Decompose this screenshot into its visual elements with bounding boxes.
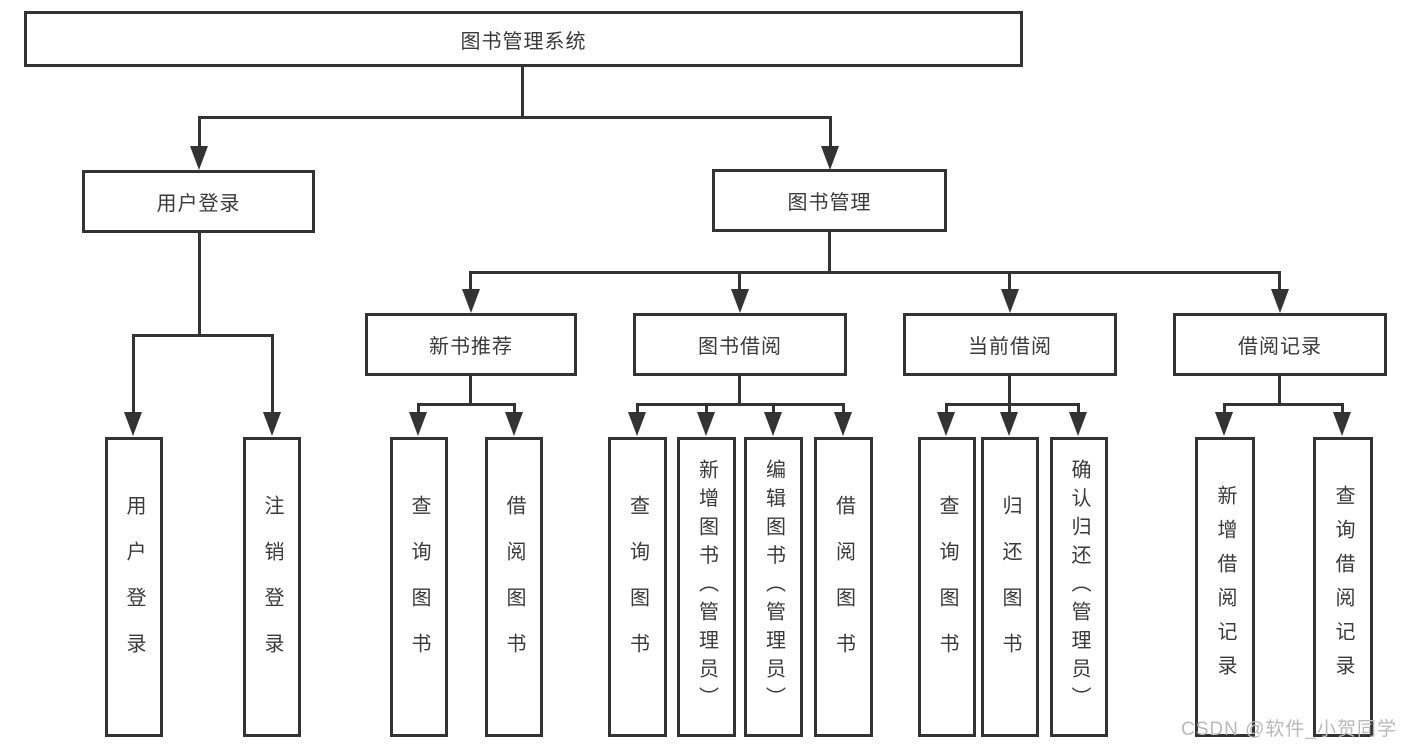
leaf-borrow-edit-book-admin-label: 编辑图书（管理员） [762, 459, 785, 715]
connector-line [1008, 376, 1011, 405]
csdn-watermark: CSDN @软件_小贺同学 [1181, 719, 1397, 740]
leaf-newbooks-borrow: 借阅图书 [485, 437, 543, 737]
connector-line [738, 271, 741, 291]
arrowhead-down-icon [1000, 412, 1018, 436]
leaf-borrow-query: 查询图书 [608, 437, 667, 737]
arrowhead-down-icon [834, 412, 852, 436]
leaf-return-book: 归还图书 [981, 437, 1039, 737]
node-book-borrow-label: 图书借阅 [698, 336, 782, 358]
leaf-current-query: 查询图书 [918, 437, 976, 737]
leaf-borrow-add-book-admin-label: 新增图书（管理员） [695, 459, 718, 715]
leaf-query-borrow-record: 查询借阅记录 [1313, 437, 1373, 737]
node-new-book-recommend: 新书推荐 [365, 313, 577, 376]
leaf-newbooks-borrow-label: 借阅图书 [503, 495, 525, 679]
leaf-borrow-book-label: 借阅图书 [832, 495, 855, 679]
arrowhead-down-icon [821, 146, 839, 170]
arrowhead-down-icon [1001, 289, 1019, 313]
connector-line [636, 403, 845, 406]
connector-line [705, 403, 708, 414]
connector-line [1223, 403, 1344, 406]
connector-line [469, 271, 1281, 274]
arrowhead-down-icon [1271, 289, 1289, 313]
connector-line [1077, 403, 1080, 414]
leaf-newbooks-query: 查询图书 [390, 437, 448, 737]
connector-line [469, 271, 472, 291]
connector-line [132, 334, 135, 414]
arrowhead-down-icon [462, 289, 480, 313]
leaf-return-book-label: 归还图书 [999, 495, 1021, 679]
connector-line [828, 232, 831, 274]
connector-line [1341, 403, 1344, 414]
arrowhead-down-icon [263, 412, 281, 436]
connector-line [198, 233, 201, 337]
leaf-current-query-label: 查询图书 [936, 495, 958, 679]
leaf-logout: 注销登录 [243, 437, 301, 737]
arrowhead-down-icon [190, 146, 208, 170]
arrowhead-down-icon [937, 412, 955, 436]
node-book-borrow: 图书借阅 [633, 313, 847, 376]
connector-line [198, 116, 201, 148]
leaf-borrow-edit-book-admin: 编辑图书（管理员） [744, 437, 803, 737]
node-user-login: 用户登录 [82, 170, 315, 233]
arrowhead-down-icon [764, 412, 782, 436]
node-root-library-system: 图书管理系统 [24, 11, 1023, 67]
connector-line [1223, 403, 1226, 414]
connector-line [417, 403, 420, 414]
arrowhead-down-icon [731, 289, 749, 313]
node-new-book-recommend-label: 新书推荐 [429, 336, 513, 358]
connector-line [1008, 403, 1011, 414]
leaf-logout-label: 注销登录 [261, 495, 283, 679]
connector-line [636, 403, 639, 414]
node-current-borrow-label: 当前借阅 [968, 336, 1052, 358]
node-borrow-records: 借阅记录 [1173, 313, 1387, 376]
leaf-borrow-book: 借阅图书 [814, 437, 873, 737]
leaf-borrow-query-label: 查询图书 [626, 495, 649, 679]
arrowhead-down-icon [628, 412, 646, 436]
connector-line [469, 376, 472, 405]
leaf-user-login-label: 用户登录 [123, 495, 145, 679]
arrowhead-down-icon [124, 412, 142, 436]
connector-line [271, 334, 274, 414]
node-root-label: 图书管理系统 [460, 30, 587, 53]
node-book-management: 图书管理 [712, 169, 947, 232]
node-user-login-label: 用户登录 [156, 193, 241, 215]
node-current-borrow: 当前借阅 [903, 313, 1117, 376]
arrowhead-down-icon [1069, 412, 1087, 436]
connector-line [829, 116, 832, 148]
leaf-query-borrow-record-label: 查询借阅记录 [1332, 485, 1354, 689]
node-borrow-records-label: 借阅记录 [1238, 336, 1322, 358]
connector-line [772, 403, 775, 414]
leaf-user-login: 用户登录 [105, 437, 163, 737]
arrowhead-down-icon [1333, 412, 1351, 436]
connector-line [132, 334, 274, 337]
connector-line [1278, 376, 1281, 405]
connector-line [945, 403, 1080, 406]
connector-line [842, 403, 845, 414]
connector-line [738, 376, 741, 405]
connector-line [945, 403, 948, 414]
connector-line [1278, 271, 1281, 291]
leaf-newbooks-query-label: 查询图书 [408, 495, 430, 679]
connector-line [513, 403, 516, 414]
connector-line [1008, 271, 1011, 291]
connector-line [198, 116, 832, 119]
leaf-confirm-return-admin: 确认归还（管理员） [1050, 437, 1108, 737]
arrowhead-down-icon [409, 412, 427, 436]
arrowhead-down-icon [697, 412, 715, 436]
arrowhead-down-icon [1215, 412, 1233, 436]
connector-line [521, 65, 524, 118]
leaf-confirm-return-admin-label: 确认归还（管理员） [1068, 459, 1090, 715]
leaf-add-borrow-record-label: 新增借阅记录 [1214, 485, 1236, 689]
leaf-borrow-add-book-admin: 新增图书（管理员） [677, 437, 736, 737]
arrowhead-down-icon [505, 412, 523, 436]
connector-line [417, 403, 516, 406]
leaf-add-borrow-record: 新增借阅记录 [1195, 437, 1255, 737]
node-book-management-label: 图书管理 [787, 192, 872, 214]
